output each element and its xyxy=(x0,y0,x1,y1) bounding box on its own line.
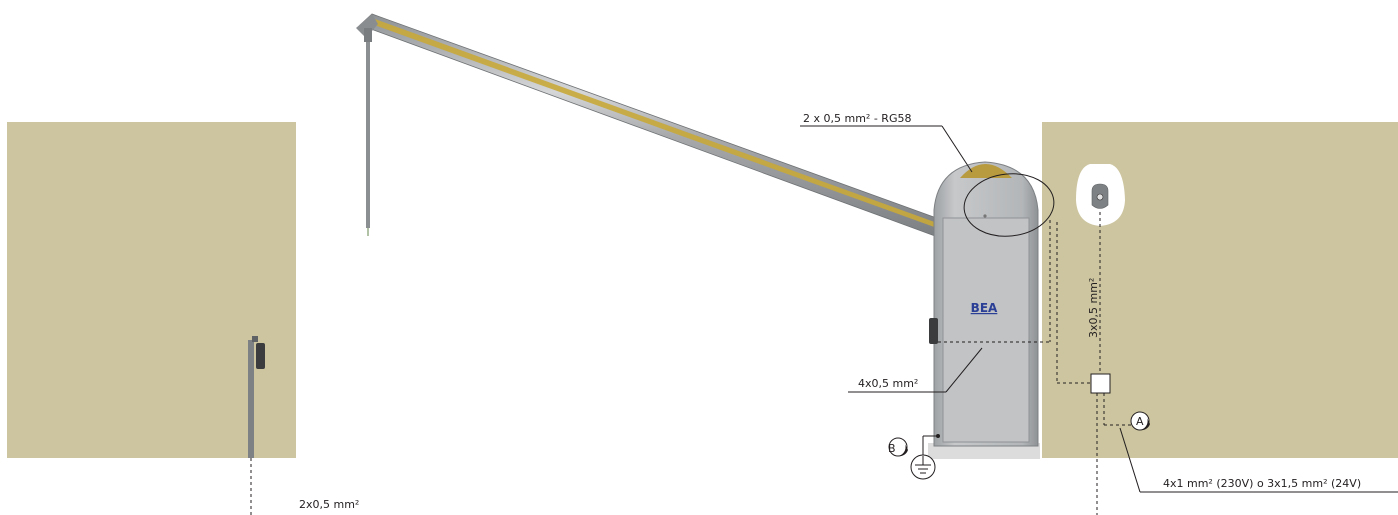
svg-text:B: B xyxy=(888,442,896,455)
ground-base xyxy=(928,443,1040,459)
ground-connection xyxy=(910,434,940,480)
callout-b: B xyxy=(888,437,908,457)
photocell-cable-label: 4x0,5 mm² xyxy=(858,377,918,390)
cabinet-photocell-icon xyxy=(929,318,938,344)
key-switch-icon xyxy=(1096,193,1104,201)
antenna-highlight xyxy=(963,173,1055,237)
post-cable-label: 2x0,5 mm² xyxy=(299,498,359,511)
ground-icon xyxy=(910,454,936,480)
junction-box-icon xyxy=(1090,373,1111,394)
left-wall xyxy=(7,122,296,458)
barrier-boom xyxy=(356,13,943,237)
callout-a: A xyxy=(1130,411,1150,431)
photocell-icon xyxy=(256,343,265,369)
photocell-post xyxy=(248,336,265,458)
svg-text:A: A xyxy=(1136,415,1144,428)
antenna-cable-label: 2 x 0,5 mm² - RG58 xyxy=(803,112,911,125)
key-switch-cable-label: 3x0,5 mm² xyxy=(1087,278,1100,338)
brand-logo: BEA xyxy=(971,301,998,315)
key-switch xyxy=(1076,164,1125,226)
power-cable-label: 4x1 mm² (230V) o 3x1,5 mm² (24V) xyxy=(1163,477,1361,490)
